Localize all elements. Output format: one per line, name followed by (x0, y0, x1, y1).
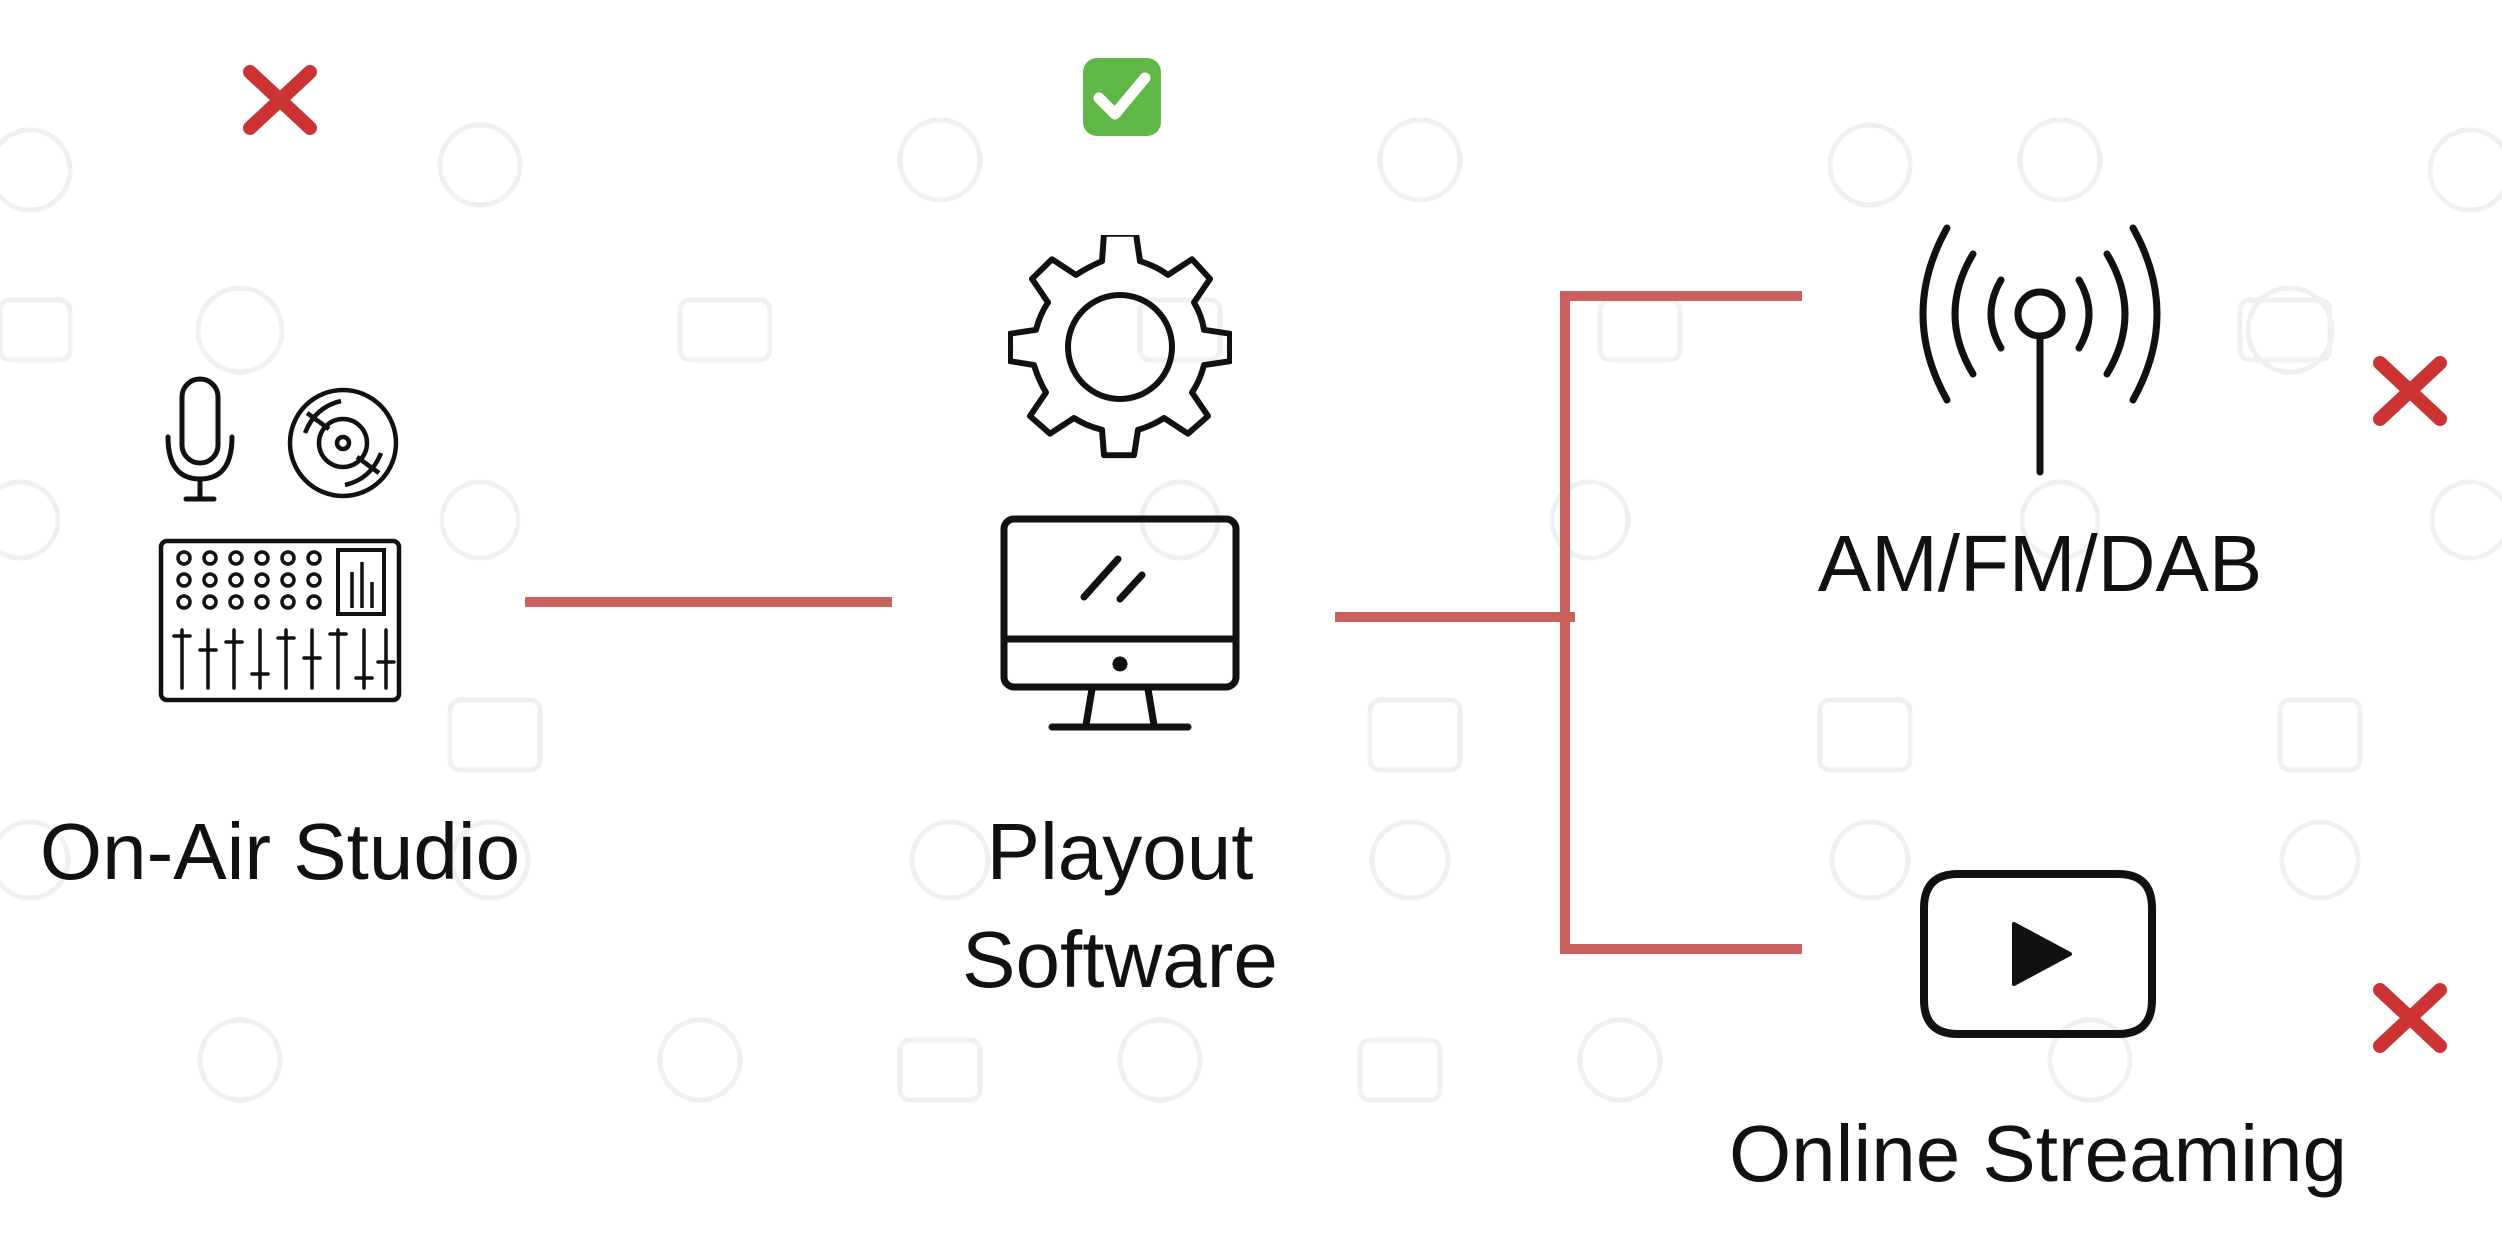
cross-mark-icon (2372, 353, 2448, 429)
mixer-console-icon (158, 538, 402, 703)
radio-antenna-icon (1915, 220, 2165, 480)
play-button-icon (1918, 868, 2158, 1040)
connector-branch-to-streaming (1560, 944, 1802, 954)
connector-playout-to-branch (1335, 612, 1575, 622)
playout-software-label-line1: Playout (986, 807, 1254, 896)
gear-icon (1008, 235, 1232, 459)
connector-branch-vertical (1560, 291, 1570, 954)
node-online-streaming: Online Streaming (1700, 860, 2490, 1220)
playout-software-label-line2: Software (962, 915, 1278, 1004)
microphone-icon (160, 375, 240, 505)
am-fm-dab-label: AM/FM/DAB (1817, 519, 2263, 608)
cd-disc-icon (285, 385, 401, 501)
desktop-monitor-icon (1000, 515, 1240, 735)
check-mark-icon (1081, 56, 1163, 138)
node-on-air-studio: On-Air Studio (20, 50, 540, 910)
online-streaming-label: Online Streaming (1728, 1109, 2348, 1198)
cross-mark-icon (242, 62, 318, 138)
node-playout-software: Playout Software (900, 50, 1340, 1030)
connector-studio-to-playout (525, 597, 892, 607)
on-air-studio-label: On-Air Studio (39, 807, 521, 896)
connector-branch-to-broadcast (1560, 291, 1802, 301)
cross-mark-icon (2372, 980, 2448, 1056)
node-am-fm-dab: AM/FM/DAB (1790, 210, 2490, 630)
